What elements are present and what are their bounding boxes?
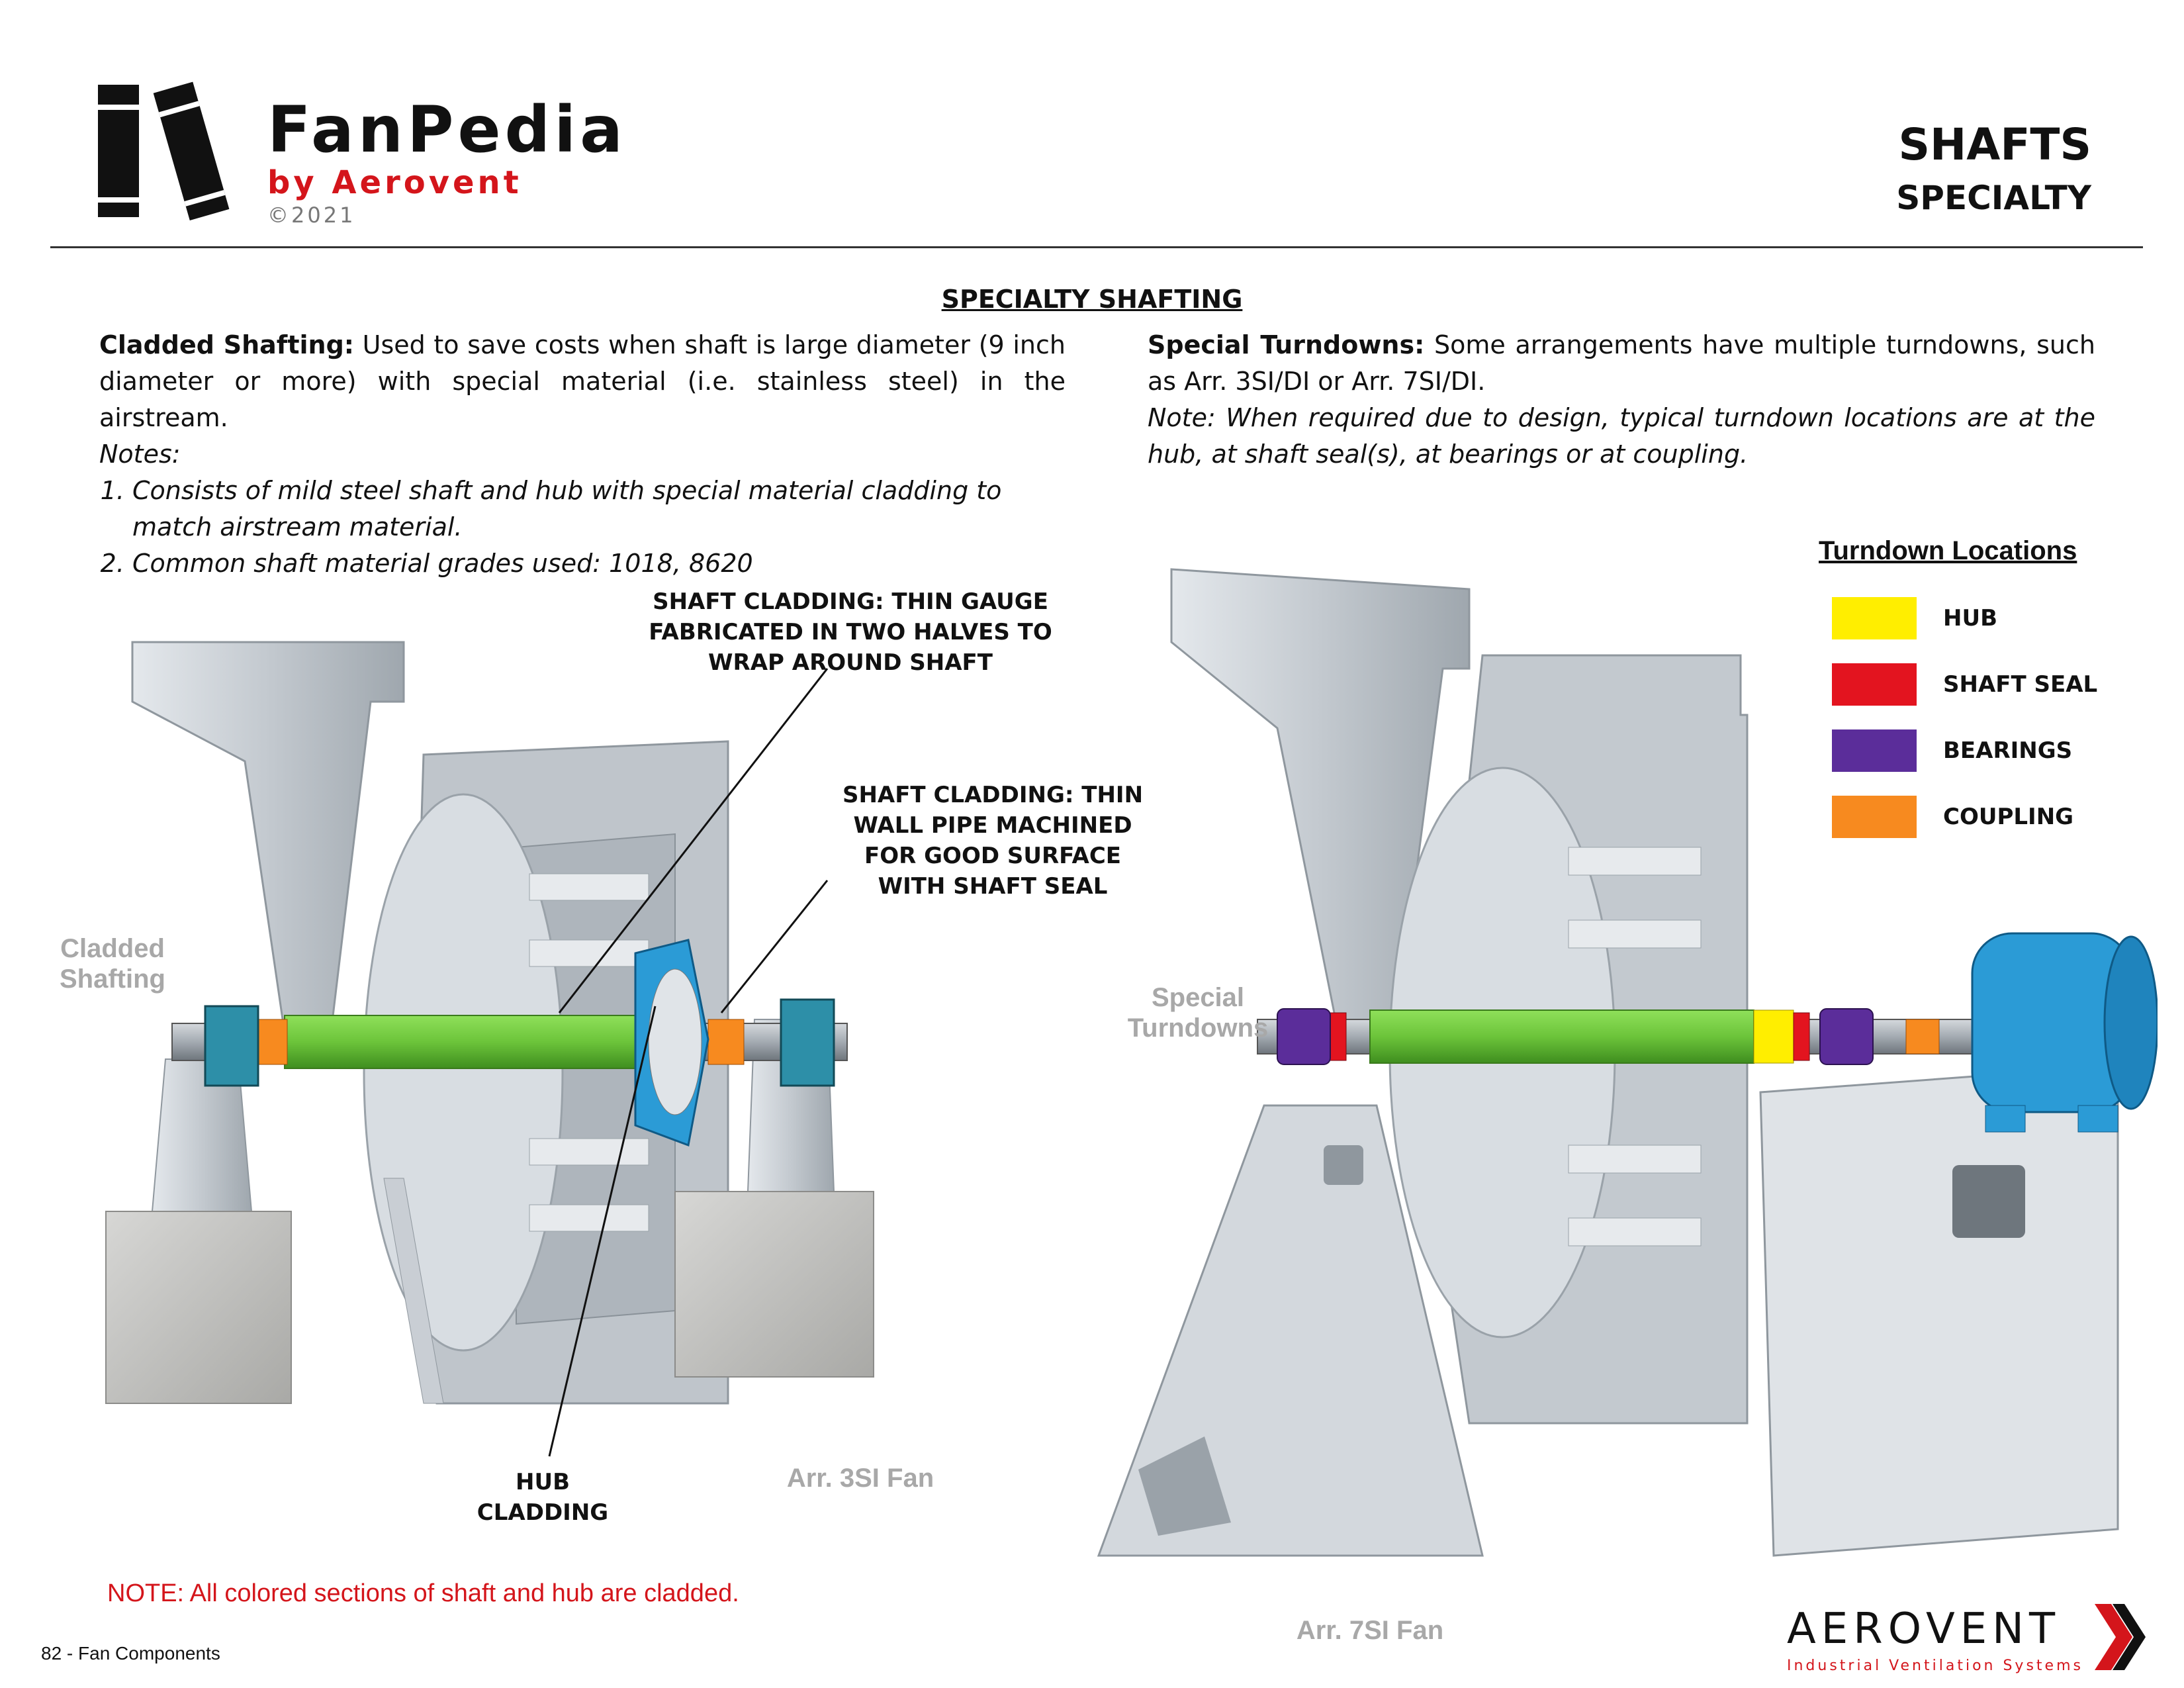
fanpedia-books-icon [98, 81, 230, 220]
left-column: Cladded Shafting: Used to save costs whe… [99, 327, 1066, 582]
cladded-label-line: Cladded [60, 934, 165, 963]
callout-hub-cladding: HUB CLADDING [450, 1467, 635, 1528]
section-title: SPECIALTY SHAFTING [941, 285, 1243, 314]
legend-item-shaft-seal: SHAFT SEAL [1832, 663, 2097, 706]
note-item: Common shaft material grades used: 1018,… [132, 545, 1066, 582]
callout-line: WALL PIPE MACHINED [853, 812, 1132, 839]
chevron-right-logo-icon [2095, 1604, 2146, 1670]
cladded-shafting-illustration [105, 641, 874, 1405]
legend-swatch-coupling [1832, 796, 1917, 838]
legend-label: BEARINGS [1943, 737, 2073, 764]
callout-line: SHAFT CLADDING: THIN GAUGE [653, 588, 1048, 615]
left-figure-caption: Arr. 3SI Fan [786, 1464, 934, 1493]
callout-line: WITH SHAFT SEAL [878, 873, 1108, 900]
legend-swatch-shaft-seal [1832, 663, 1917, 706]
cladded-shafting-label: Cladded Shafting [40, 933, 185, 994]
notes-list: Consists of mild steel shaft and hub wit… [99, 473, 1066, 582]
legend-swatch-hub [1832, 597, 1917, 639]
legend-item-bearings: BEARINGS [1832, 729, 2097, 772]
special-turndowns-lead: Special Turndowns: [1148, 330, 1425, 359]
header-divider [50, 246, 2143, 248]
logo-year: ©2021 [267, 203, 356, 228]
cladded-label-line: Shafting [60, 964, 165, 994]
callout-line: HUB [516, 1469, 570, 1495]
legend-swatch-bearings [1832, 729, 1917, 772]
turndown-legend: HUB SHAFT SEAL BEARINGS COUPLING [1832, 597, 2097, 838]
page-number-label: 82 - Fan Components [41, 1643, 220, 1664]
legend-label: SHAFT SEAL [1943, 671, 2098, 698]
aerovent-logo-text: AEROVENT [1787, 1605, 2061, 1654]
turndowns-label-line: Turndowns [1127, 1013, 1269, 1043]
page-title: SHAFTS [1898, 119, 2092, 170]
legend-item-hub: HUB [1832, 597, 2097, 639]
legend-item-coupling: COUPLING [1832, 796, 2097, 838]
special-turndowns-label: Special Turndowns [1105, 982, 1291, 1043]
legend-label: COUPLING [1943, 804, 2074, 830]
callout-line: WRAP AROUND SHAFT [708, 649, 993, 676]
cladding-note: NOTE: All colored sections of shaft and … [107, 1579, 739, 1607]
page-subtitle: SPECIALTY [1896, 179, 2091, 217]
logo-subtitle: by Aerovent [267, 164, 522, 201]
callout-shaft-cladding-pipe: SHAFT CLADDING: THIN WALL PIPE MACHINED … [827, 780, 1158, 902]
callout-line: FOR GOOD SURFACE [864, 843, 1121, 869]
right-figure-caption: Arr. 7SI Fan [1296, 1616, 1444, 1645]
callout-shaft-cladding-gauge: SHAFT CLADDING: THIN GAUGE FABRICATED IN… [596, 586, 1105, 678]
special-turndowns-illustration [1097, 568, 2158, 1557]
cladded-shafting-text: Used to save costs when shaft is large d… [99, 330, 1066, 432]
right-column: Special Turndowns: Some arrangements hav… [1148, 327, 2095, 473]
logo-title: FanPedia [267, 93, 627, 167]
legend-title: Turndown Locations [1819, 536, 2077, 565]
callout-line: FABRICATED IN TWO HALVES TO [649, 619, 1052, 645]
callout-line: CLADDING [477, 1499, 609, 1526]
cladded-shafting-lead: Cladded Shafting: [99, 330, 354, 359]
legend-label: HUB [1943, 605, 1997, 632]
turndowns-label-line: Special [1151, 983, 1245, 1012]
aerovent-tagline: Industrial Ventilation Systems [1787, 1658, 2083, 1674]
note-item: Consists of mild steel shaft and hub wit… [132, 473, 1066, 545]
callout-line: SHAFT CLADDING: THIN [842, 782, 1144, 808]
turndowns-note: Note: When required due to design, typic… [1148, 403, 2095, 469]
special-turndowns-text: Some arrangements have multiple turndown… [1148, 330, 2095, 396]
notes-label: Notes: [99, 440, 181, 469]
